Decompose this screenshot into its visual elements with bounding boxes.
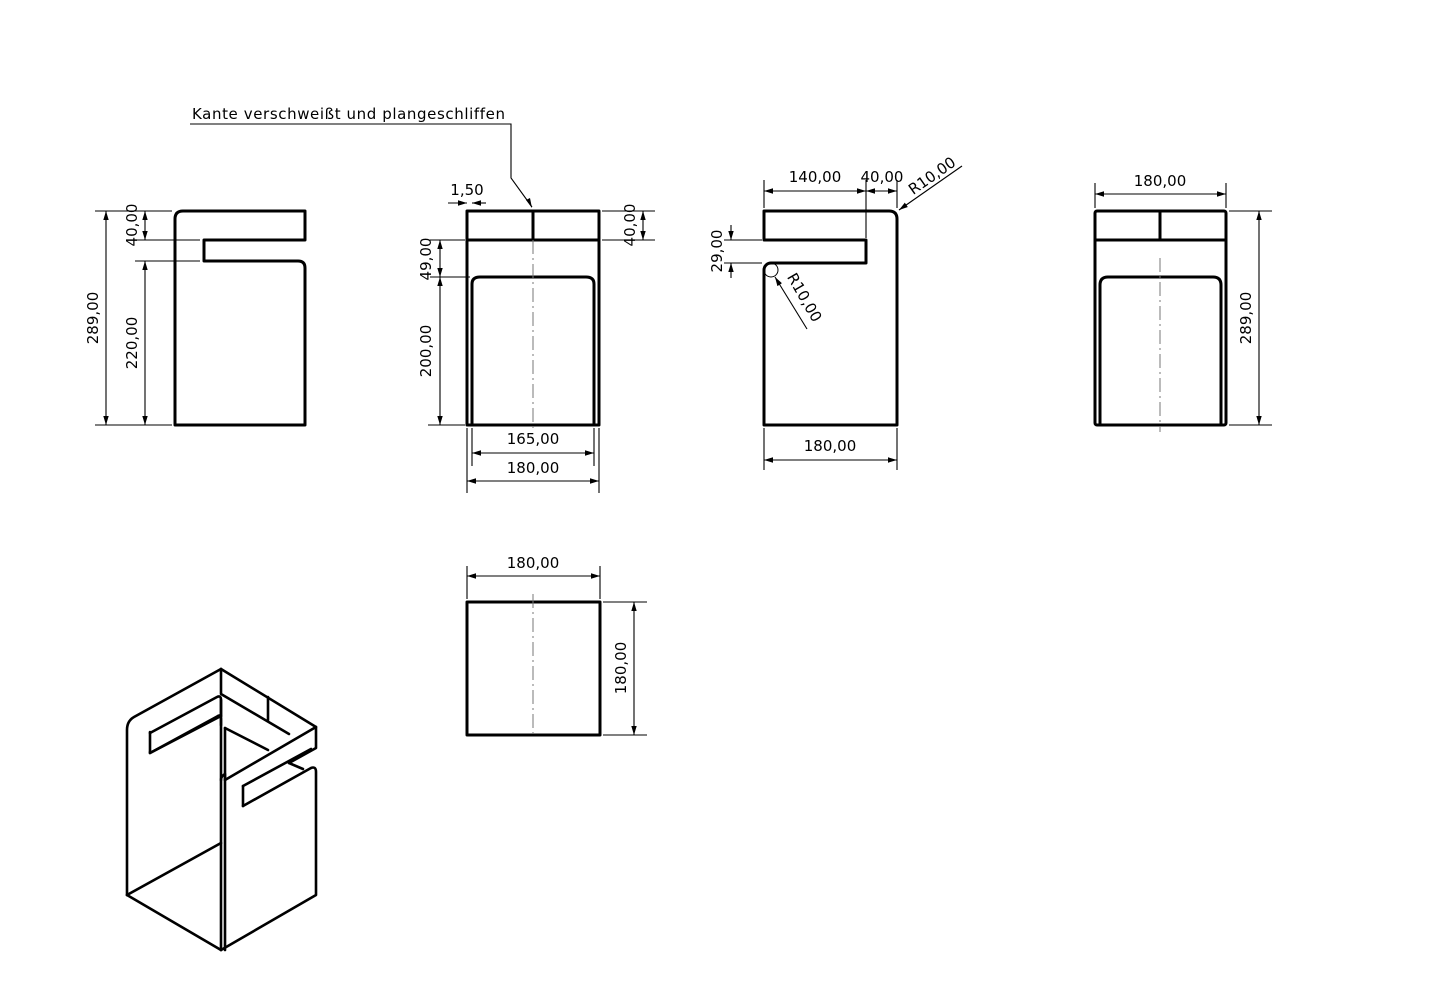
right-side-outline [762, 209, 899, 427]
right-side-view: 140,00 40,00 R10,00 29,00 R10,00 180,00 [708, 153, 963, 470]
leader-line [190, 123, 533, 208]
dim-thickness: 1,50 [450, 181, 483, 199]
isometric-view [125, 667, 318, 952]
left-side-view: 289,00 40,00 220,00 [84, 204, 307, 427]
dim-slot-length: 140,00 [789, 168, 842, 186]
weld-note: Kante verschweißt und plangeschliffen [190, 105, 533, 208]
dim-slot-height: 29,00 [708, 230, 726, 273]
dim-slot-offset: 40,00 [123, 204, 141, 247]
dim-lower-height: 220,00 [123, 317, 141, 370]
dim-back-height: 289,00 [1237, 292, 1255, 345]
dim-radius-slot: R10,00 [783, 270, 825, 325]
front-view: 1,50 40,00 49,00 200,00 165,00 180,00 [417, 181, 655, 493]
left-side-outline [173, 209, 307, 427]
dim-gap: 49,00 [417, 238, 435, 281]
dim-opening-width: 165,00 [507, 430, 560, 448]
dim-width-right: 180,00 [804, 437, 857, 455]
dim-radius-top: R10,00 [905, 153, 959, 198]
top-view: 180,00 180,00 [465, 554, 647, 737]
weld-note-text: Kante verschweißt und plangeschliffen [192, 105, 506, 123]
dim-back-width: 180,00 [1134, 172, 1187, 190]
dim-total-height: 289,00 [84, 292, 102, 345]
dim-top-width: 180,00 [507, 554, 560, 572]
back-view: 180,00 289,00 [1093, 172, 1272, 432]
dim-opening-height: 200,00 [417, 325, 435, 378]
dim-land: 40,00 [861, 168, 904, 186]
dim-top-depth: 180,00 [612, 642, 630, 695]
dim-top-band: 40,00 [621, 204, 639, 247]
dim-width: 180,00 [507, 459, 560, 477]
